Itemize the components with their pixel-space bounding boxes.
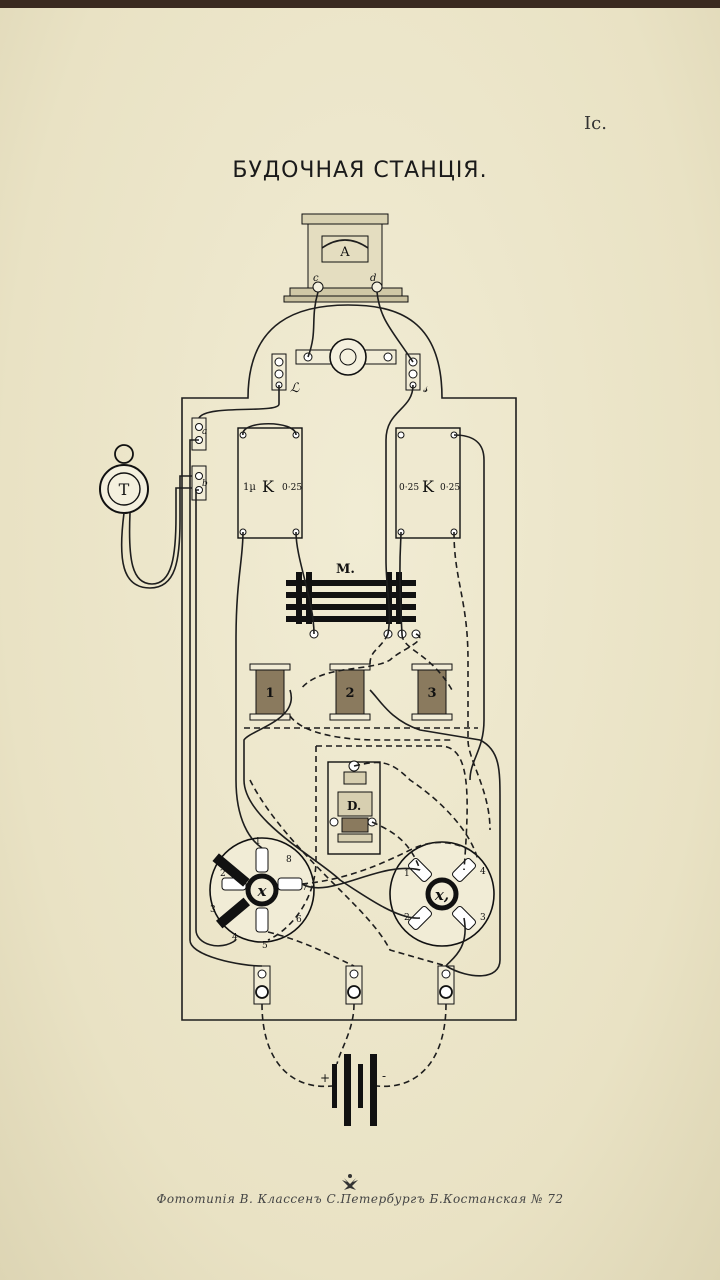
right-contact-1: 1 — [404, 869, 410, 879]
coil-3-label: 3 — [427, 686, 436, 701]
coil-3: 3 — [411, 663, 453, 721]
condenser-right: 0·25 K 0·25 — [395, 427, 461, 539]
right-contact-2: 2 — [404, 913, 410, 923]
telephone-receiver: T — [99, 444, 192, 589]
ammeter-label: A — [339, 245, 350, 260]
center-fitting — [295, 338, 397, 376]
battery: + - — [261, 1003, 447, 1126]
condenser-left-label: K — [262, 477, 275, 496]
ammeter: A c d — [283, 213, 409, 303]
page-title: БУДОЧНАЯ СТАНЦІЯ. — [232, 158, 488, 183]
commutator-right: x, 1 2 3 4 — [389, 841, 495, 947]
meter-terminal-c: c — [313, 273, 319, 284]
relay: D. — [327, 760, 381, 855]
right-contact-4: 4 — [480, 867, 486, 877]
magnet-label: M. — [336, 562, 355, 577]
side-terminal-b: b — [202, 479, 208, 489]
condenser-left: 1µ K 0·25 — [237, 427, 303, 539]
right-contact-3: 3 — [480, 913, 486, 923]
condenser-right-label: K — [422, 477, 435, 496]
switch-right: 𝓈 — [405, 353, 429, 396]
switch-left-label: ℒ — [290, 381, 300, 396]
left-contact-5: 5 — [262, 941, 268, 951]
meter-terminal-d: d — [370, 273, 376, 284]
switch-left: ℒ — [271, 353, 300, 396]
condenser-left-value-b: 0·25 — [282, 483, 302, 493]
side-terminal-a: a — [202, 427, 207, 437]
imperial-crest-icon — [342, 1174, 358, 1190]
coil-1: 1 — [249, 663, 291, 721]
condenser-right-value-a: 0·25 — [399, 483, 419, 493]
switch-right-label: 𝓈 — [423, 381, 429, 396]
condenser-right-value-b: 0·25 — [440, 483, 460, 493]
bottom-terminals — [253, 965, 455, 1005]
relay-label: D. — [347, 799, 361, 813]
left-contact-1: 1 — [255, 837, 261, 847]
coil-2: 2 — [329, 663, 371, 721]
telephone-label: T — [119, 480, 130, 499]
left-contact-6: 6 — [296, 915, 302, 925]
printer-imprint: Фототипія В. Классенъ С.Петербургъ Б.Кос… — [156, 1192, 564, 1206]
battery-minus: - — [382, 1069, 386, 1083]
side-terminal-block: a b — [191, 417, 208, 501]
left-contact-8: 8 — [286, 855, 292, 865]
housing-outline — [181, 304, 517, 1021]
coil-1-label: 1 — [265, 686, 274, 701]
left-contact-3: 3 — [210, 905, 216, 915]
battery-plus: + — [320, 1071, 330, 1085]
left-contact-2: 2 — [220, 869, 226, 879]
dashed-wiring — [244, 531, 491, 967]
commutator-left: x 1 2 3 4 5 6 7 8 — [209, 837, 315, 951]
solid-wiring — [189, 291, 501, 977]
coil-2-label: 2 — [345, 686, 354, 701]
left-contact-7: 7 — [302, 883, 308, 893]
commutator-right-label: x, — [434, 886, 449, 904]
commutator-left-label: x — [257, 882, 268, 900]
plate-number: Ic. — [584, 113, 607, 134]
condenser-left-value-a: 1µ — [243, 482, 256, 493]
left-contact-4: 4 — [232, 933, 238, 943]
